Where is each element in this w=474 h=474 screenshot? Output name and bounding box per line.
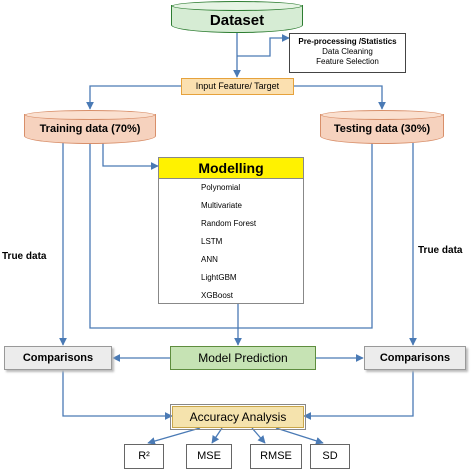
arrow-input-to-testing [294, 85, 386, 110]
model-item: LSTM [201, 237, 223, 246]
arrow-testing-to-prediction [238, 143, 373, 329]
arrow-accuracy-to-rmse [251, 427, 266, 444]
true-data-left-label: True data [2, 251, 47, 262]
arrow-training-to-prediction [89, 143, 238, 329]
input-feature-label: Input Feature/ Target [195, 81, 280, 91]
model-item: XGBoost [201, 291, 234, 300]
arrow-accuracy-to-mse [211, 427, 223, 444]
arrow-accuracy-to-sd [275, 427, 324, 445]
metric-rmse-box: RMSE [250, 444, 302, 469]
model-item: LightGBM [201, 273, 237, 282]
accuracy-analysis-label: Accuracy Analysis [189, 410, 287, 424]
testing-data-node: Testing data (30%) [320, 110, 444, 144]
arrow-left-comparisons-to-accuracy [62, 370, 173, 420]
model-prediction-box: Model Prediction [170, 346, 316, 370]
model-prediction-label: Model Prediction [198, 351, 288, 365]
comparisons-left-label: Comparisons [22, 351, 94, 364]
model-item: Multivariate [201, 201, 242, 210]
model-item: Polynomial [201, 183, 241, 192]
training-data-label: Training data (70%) [39, 123, 141, 135]
dataset-label: Dataset [209, 12, 265, 29]
input-feature-box: Input Feature/ Target [181, 78, 294, 95]
arrow-accuracy-to-r2 [147, 427, 201, 445]
arrow-input-to-training [86, 85, 181, 110]
testing-data-label: Testing data (30%) [333, 123, 431, 135]
model-item: ANN [201, 255, 218, 264]
preprocessing-box: Pre-processing /Statistics Data Cleaning… [289, 33, 406, 73]
preprocessing-item: Data Cleaning [322, 47, 373, 56]
true-data-right-label: True data [418, 245, 463, 256]
model-item: Random Forest [201, 219, 257, 228]
comparisons-right-box: Comparisons [364, 346, 466, 370]
preprocessing-title: Pre-processing /Statistics [298, 37, 397, 46]
metric-label: MSE [197, 450, 221, 462]
metric-label: RMSE [260, 450, 292, 462]
comparisons-right-label: Comparisons [379, 351, 451, 364]
metric-r2-box: R² [124, 444, 164, 469]
comparisons-left-box: Comparisons [4, 346, 112, 370]
metric-sd-box: SD [310, 444, 350, 469]
arrow-training-to-modelling [102, 143, 159, 170]
model-list: Polynomial Multivariate Random Forest LS… [159, 179, 303, 309]
modelling-title: Modelling [159, 158, 303, 179]
accuracy-analysis-box: Accuracy Analysis [170, 404, 306, 430]
training-data-node: Training data (70%) [24, 110, 156, 144]
metric-mse-box: MSE [186, 444, 232, 469]
modelling-box: Modelling Polynomial Multivariate Random… [158, 157, 304, 304]
arrow-right-comparisons-to-accuracy [303, 370, 414, 420]
metric-label: SD [322, 450, 338, 462]
dataset-node: Dataset [171, 1, 303, 33]
arrow-to-preprocessing [237, 34, 290, 57]
metric-label: R² [138, 450, 150, 462]
preprocessing-item: Feature Selection [316, 57, 379, 66]
